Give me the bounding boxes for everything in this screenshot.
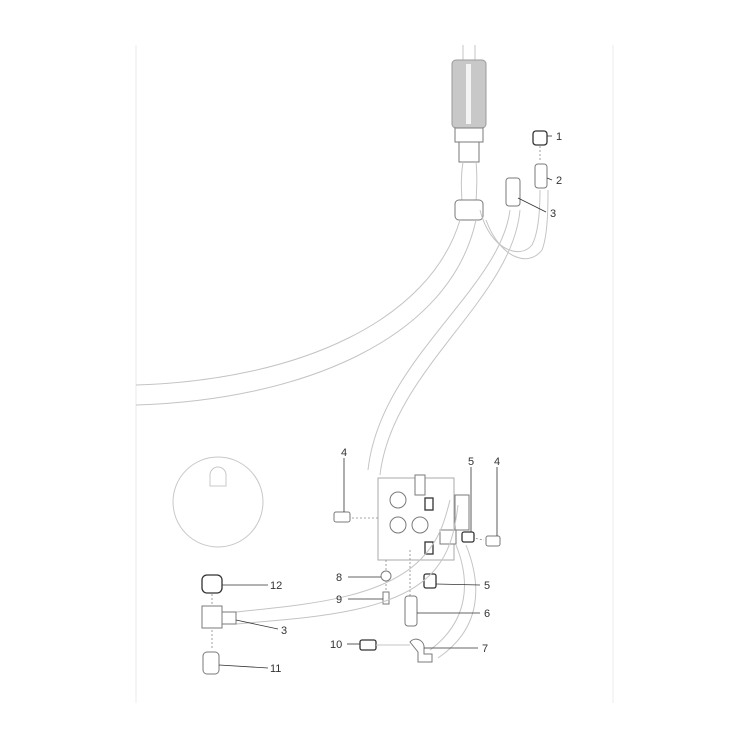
washer-8 [380,570,392,582]
accumulator-sphere [172,456,264,548]
fitting-11 [202,651,220,675]
callout-5-upper: 5 [468,456,474,468]
screw-9 [382,591,390,605]
callout-12: 12 [270,580,282,592]
fitting-5-upper [461,531,475,543]
fitting-2 [534,163,548,189]
callout-5-lower: 5 [484,580,490,592]
fitting-4-right [485,535,501,547]
valve-block [377,474,470,561]
callout-3-top: 3 [550,208,556,220]
leader-lines [218,135,553,669]
fitting-5-lower [423,573,437,589]
callout-6: 6 [484,608,490,620]
callout-11: 11 [270,663,281,675]
callout-4-right: 4 [494,456,500,468]
callout-1: 1 [556,131,562,143]
fitting-3-top [505,177,521,207]
callout-labels: 1 2 3 4 5 4 8 5 12 9 6 3 10 7 11 [270,131,562,675]
diagram-frame [135,45,614,703]
cap-12 [201,574,223,594]
callout-4-left: 4 [341,447,347,459]
filter-canister [451,45,487,163]
elbow-7 [409,638,433,663]
callout-8: 8 [336,572,342,584]
callout-10: 10 [330,639,342,651]
hoses [135,161,549,476]
fitting-6 [404,595,418,627]
elbow-3-bottom [201,605,237,629]
fitting-1 [532,130,548,146]
callout-2: 2 [556,175,562,187]
fitting-10 [359,639,377,651]
fitting-4-left [333,511,351,523]
callout-7: 7 [482,643,488,655]
callout-9: 9 [336,594,342,606]
callout-3-bottom: 3 [281,625,287,637]
